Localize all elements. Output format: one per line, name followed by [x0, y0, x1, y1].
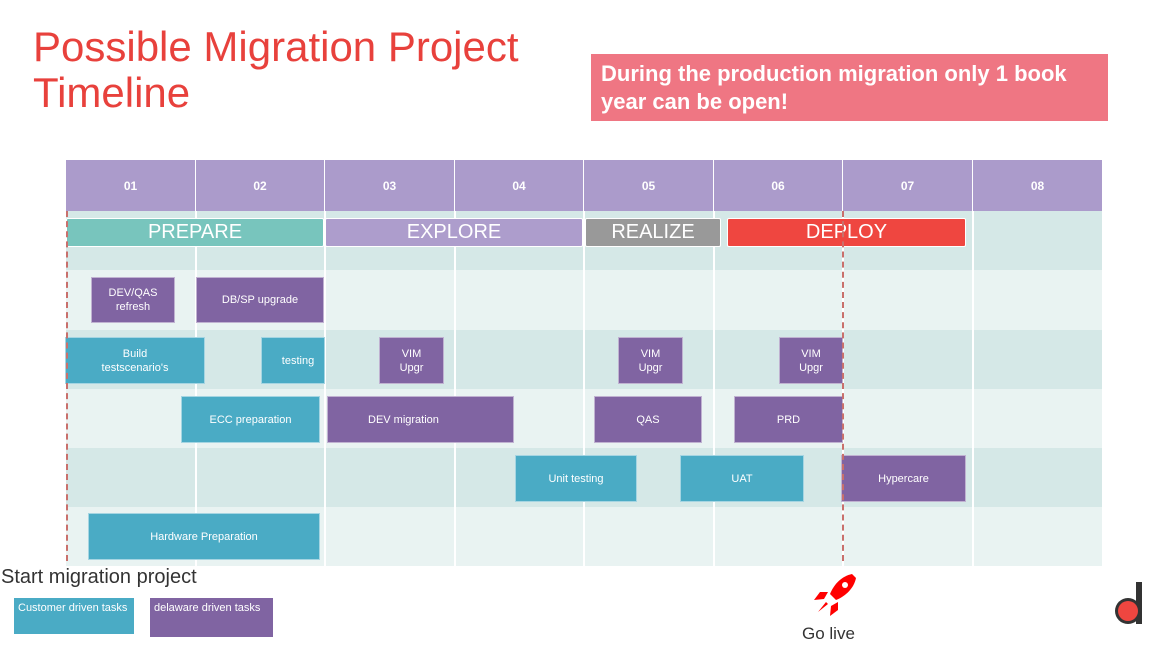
task-hardware-preparation: Hardware Preparation	[88, 513, 320, 560]
grid-divider	[713, 211, 715, 566]
task-ecc-preparation: ECC preparation	[181, 396, 320, 443]
column-header-08: 08	[973, 160, 1102, 211]
start-migration-label: Start migration project	[1, 566, 197, 588]
task-vim-upgrade: VIM Upgr	[379, 337, 444, 384]
column-header-01: 01	[66, 160, 196, 211]
task-prd: PRD	[734, 396, 843, 443]
task-build-testscenarios: Build testscenario's	[65, 337, 205, 384]
task-vim-upgrade: VIM Upgr	[779, 337, 843, 384]
column-header-02: 02	[196, 160, 325, 211]
grid-divider	[454, 211, 456, 566]
page-title: Possible Migration Project Timeline	[33, 23, 519, 116]
grid-divider	[972, 211, 974, 566]
phase-prepare: PREPARE	[66, 218, 324, 247]
warning-banner: During the production migration only 1 b…	[591, 54, 1108, 121]
task-hypercare: Hypercare	[841, 455, 966, 502]
column-header-07: 07	[843, 160, 973, 211]
rocket-icon	[814, 574, 856, 616]
task-dev-migration: DEV migration	[327, 396, 514, 443]
grid-divider	[195, 211, 197, 566]
task-qas: QAS	[594, 396, 702, 443]
phase-explore: EXPLORE	[325, 218, 583, 247]
task-uat: UAT	[680, 455, 804, 502]
go-live-marker-line	[842, 211, 844, 561]
start-marker-line	[66, 211, 68, 561]
task-unit-testing: Unit testing	[515, 455, 637, 502]
legend-delaware-driven: delaware driven tasks	[150, 598, 273, 637]
phase-realize: REALIZE	[585, 218, 721, 247]
phase-deploy: DEPLOY	[727, 218, 966, 247]
task-vim-upgrade: VIM Upgr	[618, 337, 683, 384]
task-testing: testing	[261, 337, 325, 384]
go-live-label: Go live	[802, 624, 855, 643]
task-dev-qas-refresh: DEV/QAS refresh	[91, 277, 175, 323]
delaware-logo-icon	[1115, 582, 1142, 624]
column-header-04: 04	[455, 160, 584, 211]
column-header-03: 03	[325, 160, 455, 211]
grid-divider	[324, 211, 326, 566]
column-header-06: 06	[714, 160, 843, 211]
grid-divider	[583, 211, 585, 566]
task-db-sp-upgrade: DB/SP upgrade	[196, 277, 324, 323]
legend-customer-driven: Customer driven tasks	[14, 598, 134, 634]
column-header-05: 05	[584, 160, 714, 211]
